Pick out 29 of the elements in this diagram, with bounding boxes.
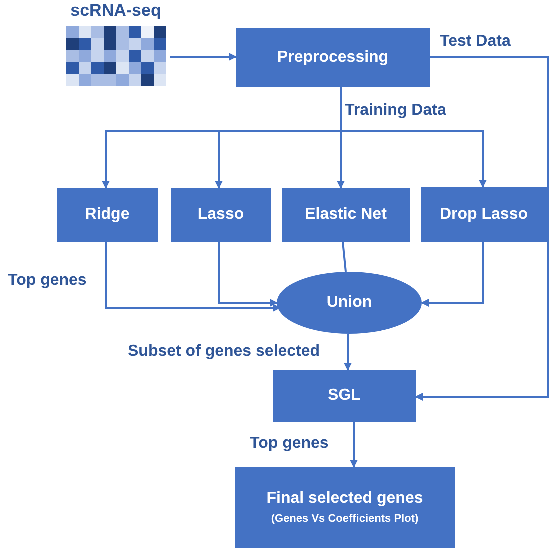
- edge-label: Subset of genes selected: [128, 342, 320, 362]
- arrow: [340, 87, 487, 188]
- node-subtitle: (Genes Vs Coefficients Plot): [271, 512, 419, 528]
- node-title: Final selected genes: [266, 489, 424, 510]
- process-box: [273, 370, 416, 422]
- node-title: Lasso: [198, 205, 244, 225]
- process-box: [171, 188, 271, 242]
- arrow: [170, 53, 237, 61]
- process-box: [421, 187, 547, 242]
- node-title: Elastic Net: [305, 205, 387, 225]
- node-title: Preprocessing: [277, 48, 389, 68]
- node-title: SGL: [328, 386, 361, 406]
- image-title: scRNA-seq: [70, 0, 162, 22]
- process-box: [282, 188, 410, 242]
- arrow: [415, 56, 549, 401]
- edge-label: Top genes: [8, 271, 87, 291]
- arrow: [105, 242, 281, 312]
- node-title: Union: [326, 293, 372, 313]
- arrow: [421, 242, 484, 307]
- process-box: [57, 188, 158, 242]
- node-title: Ridge: [85, 205, 130, 225]
- edge-label: Top genes: [250, 434, 329, 454]
- node-title: Drop Lasso: [440, 204, 528, 224]
- edge-label: Training Data: [345, 101, 446, 121]
- process-box: [235, 467, 455, 548]
- arrow: [344, 334, 352, 371]
- arrow: [218, 242, 278, 307]
- process-box: [236, 28, 430, 87]
- arrow: [350, 422, 358, 468]
